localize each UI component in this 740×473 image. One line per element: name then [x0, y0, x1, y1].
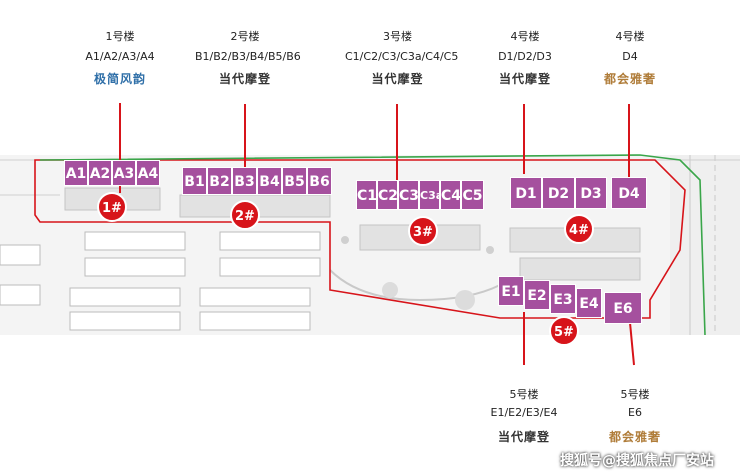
label-style: 都会雅奢 [608, 430, 661, 444]
pin-building-5: 5# [549, 316, 579, 346]
label-units: A1/A2/A3/A4 [85, 50, 155, 63]
unit-a4: A4 [136, 160, 160, 186]
label-units: C1/C2/C3/C3a/C4/C5 [345, 50, 459, 63]
unit-a1: A1 [64, 160, 88, 186]
label-units: D1/D2/D3 [498, 50, 552, 63]
unit-b4: B4 [257, 167, 282, 195]
label-style: 当代摩登 [218, 72, 271, 86]
unit-b3: B3 [232, 167, 257, 195]
unit-c5: C5 [461, 180, 484, 210]
unit-c3: C3 [398, 180, 419, 210]
unit-d1: D1 [510, 177, 542, 209]
label-units: D4 [622, 50, 638, 63]
label-title: 2号楼 [230, 30, 260, 43]
unit-d3: D3 [575, 177, 607, 209]
unit-e4: E4 [576, 288, 602, 318]
label-style: 极简风韵 [93, 72, 146, 86]
label-title: 5号楼 [620, 388, 650, 401]
unit-c3a: C3a [419, 180, 443, 210]
unit-c4: C4 [440, 180, 461, 210]
label-building-3: 3号楼 C1/C2/C3/C3a/C4/C5 当代摩登 [345, 30, 459, 86]
unit-e1: E1 [498, 276, 524, 306]
unit-e2: E2 [524, 280, 550, 310]
label-building-5a: 5号楼 E1/E2/E3/E4 当代摩登 [484, 388, 564, 444]
label-style: 当代摩登 [497, 430, 550, 444]
unit-c2: C2 [377, 180, 398, 210]
unit-e3: E3 [550, 284, 576, 314]
pin-building-4: 4# [564, 214, 594, 244]
pin-building-1: 1# [97, 192, 127, 222]
unit-b2: B2 [207, 167, 232, 195]
label-units: E6 [628, 406, 642, 419]
unit-d2: D2 [542, 177, 575, 209]
pin-building-3: 3# [408, 216, 438, 246]
label-units: E1/E2/E3/E4 [490, 406, 558, 419]
label-style: 都会雅奢 [603, 72, 656, 86]
label-style: 当代摩登 [498, 72, 551, 86]
unit-b5: B5 [282, 167, 307, 195]
unit-b1: B1 [182, 167, 207, 195]
label-style: 当代摩登 [371, 72, 424, 86]
label-building-4b: 4号楼 D4 都会雅奢 [595, 30, 665, 86]
label-title: 3号楼 [383, 30, 412, 43]
label-building-2: 2号楼 B1/B2/B3/B4/B5/B6 当代摩登 [195, 30, 301, 86]
label-title: 4号楼 [510, 30, 540, 43]
label-title: 1号楼 [105, 30, 135, 43]
unit-d4: D4 [611, 177, 647, 209]
label-title: 4号楼 [615, 30, 645, 43]
unit-a3: A3 [112, 160, 136, 186]
label-title: 5号楼 [509, 388, 539, 401]
watermark: 搜狐号@搜狐焦点厂安站 [560, 453, 714, 469]
label-building-5b: 5号楼 E6 都会雅奢 [600, 388, 670, 444]
unit-b6: B6 [307, 167, 332, 195]
pin-building-2: 2# [230, 200, 260, 230]
label-units: B1/B2/B3/B4/B5/B6 [195, 50, 301, 63]
unit-e6: E6 [604, 292, 642, 324]
label-building-4a: 4号楼 D1/D2/D3 当代摩登 [485, 30, 565, 86]
label-building-1: 1号楼 A1/A2/A3/A4 极简风韵 [80, 30, 160, 86]
unit-c1: C1 [356, 180, 377, 210]
unit-a2: A2 [88, 160, 112, 186]
